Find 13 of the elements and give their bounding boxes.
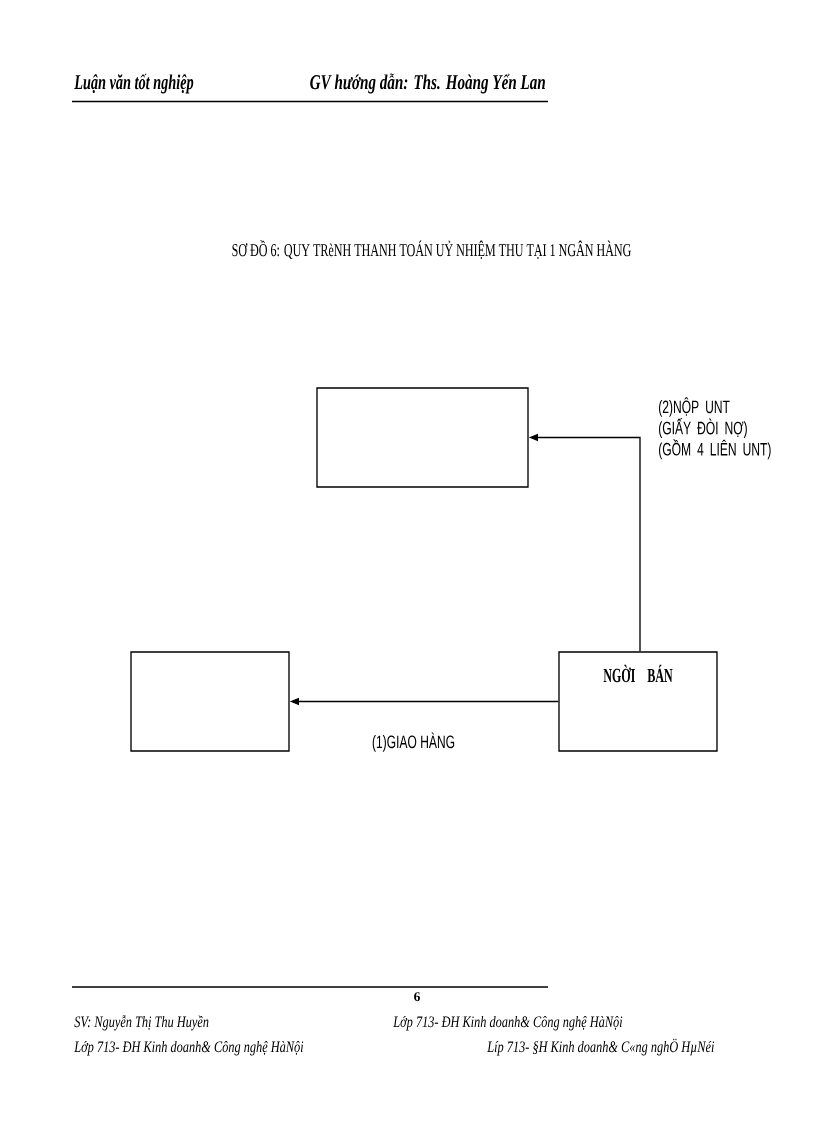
footer-text: Lớp 713- ĐH Kinh doanh& Công nghệ HàNội bbox=[393, 1015, 623, 1031]
process-box bbox=[316, 387, 529, 488]
page-number: 6 bbox=[414, 992, 420, 1002]
process-box: NGỜI BÁN bbox=[558, 651, 718, 752]
edge-label: (1)GIAO HÀNG bbox=[372, 732, 455, 752]
diagram-title: SƠ ĐỒ 6: QUY TRèNH THANH TOÁN UỶ NHIỆM THU TẠI 1 NGÂN HÀNG bbox=[232, 240, 631, 259]
edge-label: (2)NỘP UNT (GIẤY ĐÒI NỢ) (GỒM 4 LIÊN UNT) bbox=[659, 397, 771, 460]
footer-text: Líp 713- §H Kinh doanh& C«ng nghÖ HµNéi bbox=[487, 1038, 715, 1056]
process-box bbox=[130, 651, 290, 752]
header-text: GV hướng dẫn: Ths. Hoàng Yển Lan bbox=[310, 73, 545, 94]
footer-text: Lớp 713- ĐH Kinh doanh& Công nghệ HàNội bbox=[74, 1040, 304, 1056]
footer-text: SV: Nguyễn Thị Thu Huyền bbox=[74, 1015, 209, 1031]
header-text: Luận văn tốt nghiệp bbox=[74, 73, 194, 94]
